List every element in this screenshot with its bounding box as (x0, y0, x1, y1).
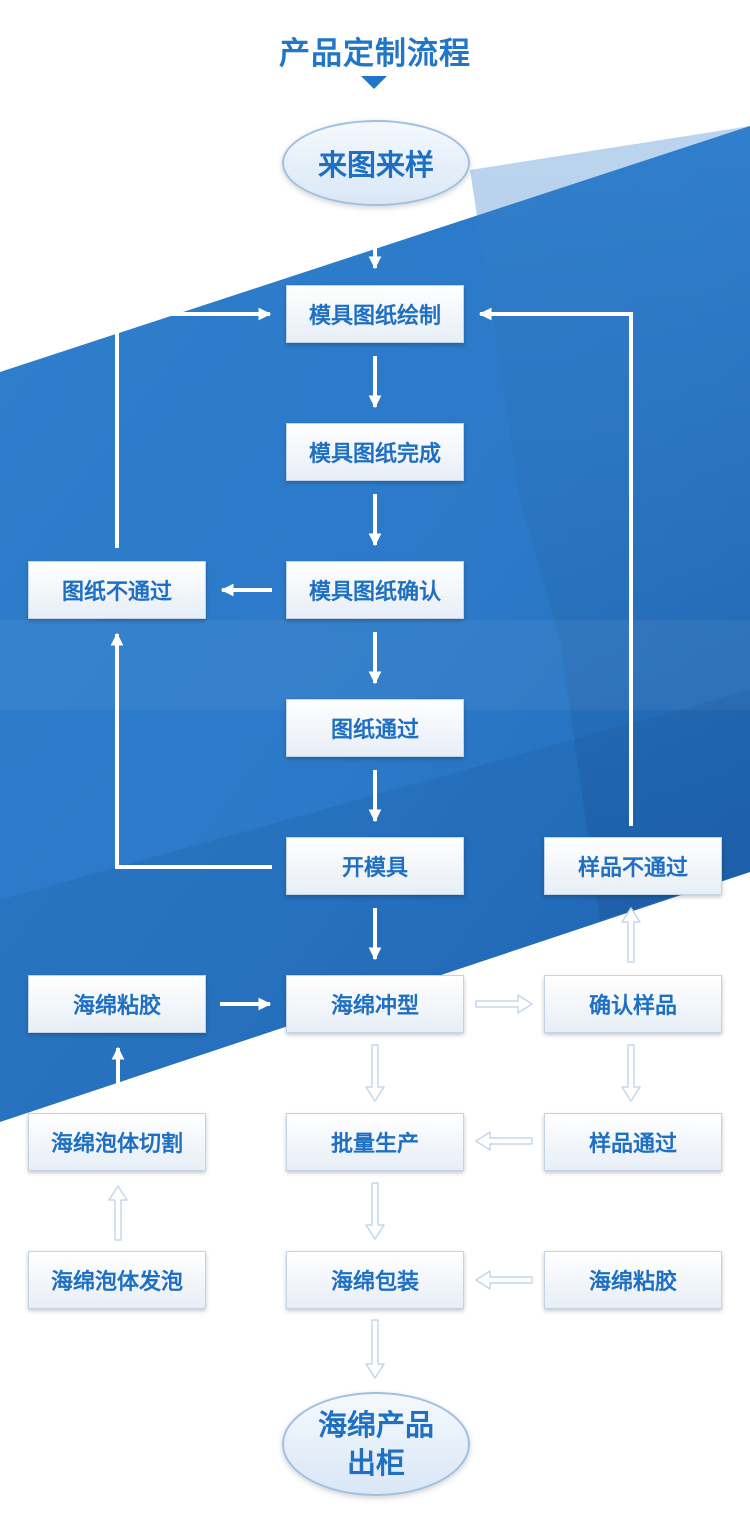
arrow-confirm-to-sample-reject (621, 907, 641, 963)
step-mold-drawing: 模具图纸绘制 (286, 285, 464, 343)
title-caret-icon (361, 76, 387, 89)
step-drawing-done: 模具图纸完成 (286, 423, 464, 481)
step-foam-cutting: 海绵泡体切割 (28, 1113, 206, 1171)
step-sample-rejected: 样品不通过 (544, 837, 722, 895)
arrow-punch-to-mass (365, 1044, 385, 1102)
step-mass-production: 批量生产 (286, 1113, 464, 1171)
arrow-mass-to-pack (365, 1182, 385, 1240)
step-glue-left: 海绵粘胶 (28, 975, 206, 1033)
end-node-line1: 海绵产品 (317, 1408, 434, 1442)
step-packaging: 海绵包装 (286, 1251, 464, 1309)
arrow-confirm-to-sample-pass (621, 1044, 641, 1102)
page-title: 产品定制流程 (279, 36, 471, 72)
arrow-punch-to-confirm (475, 994, 533, 1014)
step-open-mold: 开模具 (286, 837, 464, 895)
arrow-open-loop (110, 632, 272, 869)
step-drawing-rejected: 图纸不通过 (28, 561, 206, 619)
step-punching: 海绵冲型 (286, 975, 464, 1033)
arrow-pack-to-end (365, 1319, 385, 1379)
step-sample-passed: 样品通过 (544, 1113, 722, 1171)
arrow-foam-to-cut (108, 1185, 128, 1241)
start-node: 来图来样 (282, 120, 470, 206)
arrow-reject-loop (115, 307, 272, 548)
step-confirm-sample: 确认样品 (544, 975, 722, 1033)
step-drawing-confirm: 模具图纸确认 (286, 561, 464, 619)
step-glue-right: 海绵粘胶 (544, 1251, 722, 1309)
end-node-line2: 出柜 (346, 1446, 405, 1480)
step-drawing-passed: 图纸通过 (286, 699, 464, 757)
arrow-sample-reject-loop (478, 307, 633, 826)
end-node: 海绵产品 出柜 (282, 1392, 470, 1496)
arrow-glue-right-to-pack (475, 1270, 533, 1290)
step-foam-foaming: 海绵泡体发泡 (28, 1251, 206, 1309)
arrow-sample-pass-to-mass (475, 1131, 533, 1151)
